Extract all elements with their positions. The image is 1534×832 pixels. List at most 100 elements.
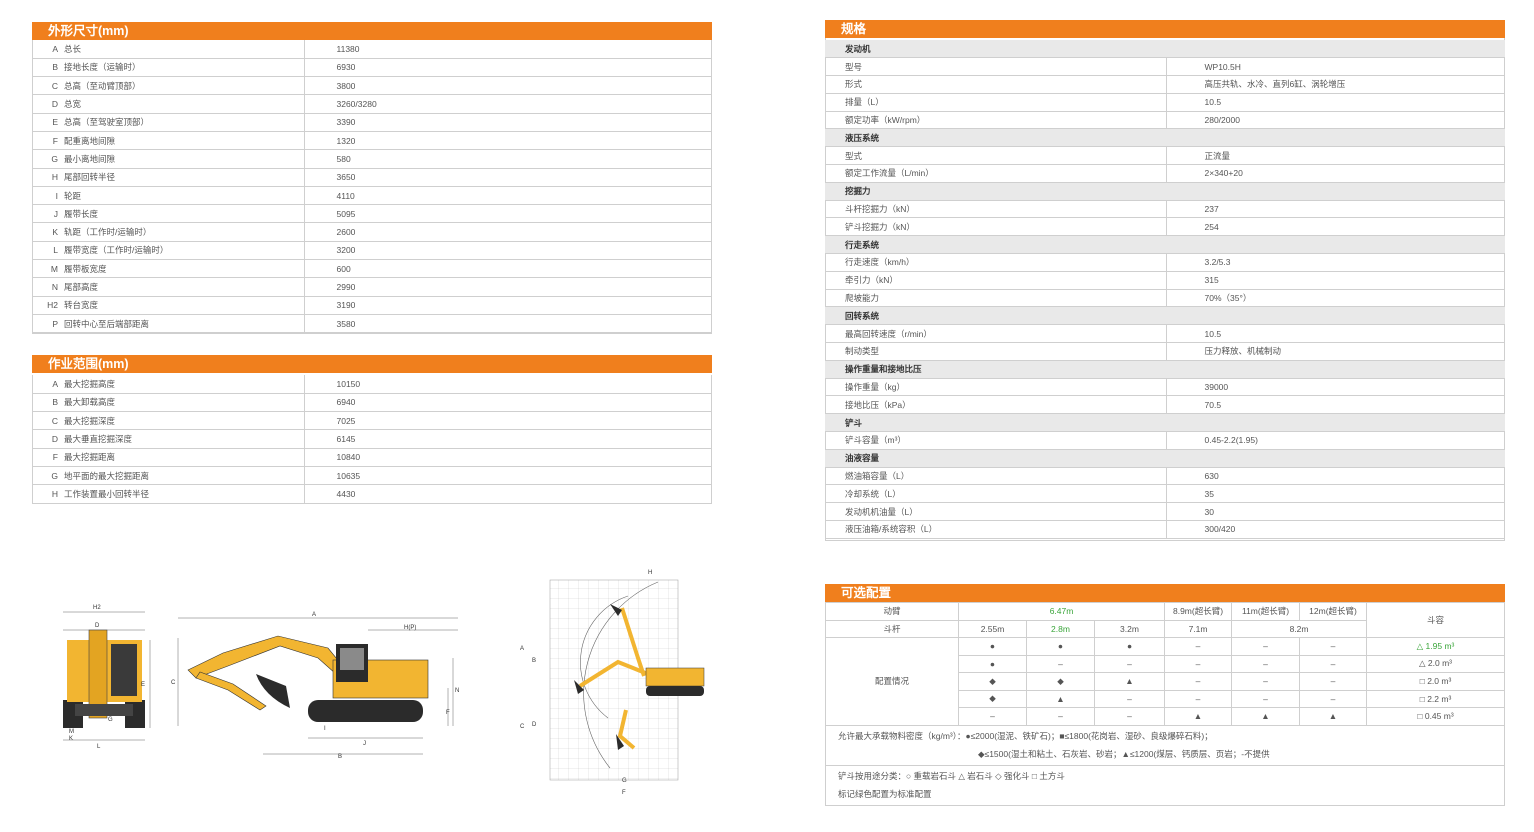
option-row: 配置情况 ● ● ● – – – △ 1.95 m³ (825, 637, 1505, 726)
spec-label: 额定功率（kW/rpm） (825, 111, 1167, 130)
spec-value: 10.5 (1166, 324, 1505, 344)
bucket-capacity: □ 0.45 m³ (1366, 707, 1505, 726)
row-value: 3580 (304, 314, 712, 334)
mark: ● (958, 654, 1027, 673)
spec-row: 接地比压（kPa）70.5 (825, 395, 1505, 415)
spec-row: 最高回转速度（r/min）10.5 (825, 324, 1505, 344)
bucket-notes: 铲斗按用途分类：○ 重载岩石斗 △ 岩石斗 ◇ 强化斗 □ 土方斗 标记绿色配置… (825, 764, 1505, 806)
mark: – (1093, 654, 1166, 673)
row-label: 最大挖掘深度 (64, 411, 305, 431)
row-value: 3190 (304, 296, 712, 315)
row-letter: D (32, 94, 64, 114)
arm-255: 2.55m (958, 619, 1027, 638)
bucket-mid (574, 680, 584, 694)
row-letter: P (32, 314, 64, 334)
row-label: 履带长度 (64, 204, 305, 224)
row-value: 7025 (304, 411, 712, 431)
mark: – (1026, 654, 1095, 673)
arm (195, 671, 267, 711)
row-label: 履带宽度（工作时/运输时） (64, 241, 305, 261)
working-range-title: 作业范围(mm) (32, 355, 712, 373)
spec-value: 70.5 (1166, 395, 1505, 415)
bucket-capacity: □ 2.0 m³ (1366, 672, 1505, 691)
option-row: – – – ▲ ▲ ▲ □ 0.45 m³ (826, 707, 1505, 726)
row-label: 最大挖掘高度 (64, 375, 305, 394)
row-letter: J (32, 204, 64, 224)
group-name: 行走系统 (825, 235, 1505, 255)
spec-label: 最高回转速度（r/min） (825, 324, 1167, 344)
side-label: I (324, 726, 326, 732)
side-label: F (446, 710, 450, 716)
row-label: 转台宽度 (64, 296, 305, 315)
density-line-2: ◆≤1500(湿土和粘土、石灰岩、砂岩；▲≤1200(煤层、钙质层、页岩；-不提… (978, 749, 1270, 759)
range-arc (583, 581, 659, 769)
row-value: 3390 (304, 113, 712, 132)
group-name: 液压系统 (825, 128, 1505, 148)
mark: – (1164, 689, 1233, 708)
spec-row: 形式高压共轨、水冷、直列6缸、涡轮增压 (825, 75, 1505, 94)
side-label: C (171, 680, 176, 686)
mark: ▲ (1164, 707, 1233, 726)
row-value: 6940 (304, 393, 712, 413)
row-label: 总长 (64, 40, 305, 59)
side-label: H(P) (404, 625, 416, 631)
front-label: M (69, 729, 74, 735)
spec-group-header: 油液容量 (825, 449, 1505, 468)
spec-value: 正流量 (1166, 146, 1505, 166)
row-label: 轮距 (64, 186, 305, 206)
row-letter: M (32, 259, 64, 279)
spec-value: 10.5 (1166, 93, 1505, 112)
options-title: 可选配置 (825, 584, 1505, 602)
range-label: A (520, 646, 524, 652)
row-letter: G (32, 149, 64, 169)
spec-value: 3.2/5.3 (1166, 253, 1505, 272)
spec-value: 39000 (1166, 378, 1505, 397)
spec-label: 形式 (825, 75, 1167, 94)
side-label: A (312, 612, 316, 618)
spec-value: 237 (1166, 200, 1505, 219)
side-label: N (455, 688, 459, 694)
mark: – (1299, 654, 1368, 673)
spec-label: 铲斗挖掘力（kN） (825, 217, 1167, 237)
bucket-label: 斗容 (1366, 602, 1505, 638)
spec-label: 型号 (825, 57, 1167, 77)
row-letter: G (32, 466, 64, 486)
options-table: 动臂 6.47m 8.9m(超长臂) 11m(超长臂) 12m(超长臂) 斗容 … (825, 602, 1505, 806)
mark: – (1231, 654, 1301, 673)
range-label: H (648, 570, 652, 576)
row-value: 2600 (304, 222, 712, 242)
crawler-track (308, 700, 423, 722)
mark: ▲ (1231, 707, 1301, 726)
front-label: K (69, 736, 73, 742)
range-arc-inner (580, 595, 629, 719)
boom-long-2: 11m(超长臂) (1231, 602, 1301, 621)
mark: ▲ (1299, 707, 1368, 726)
row-letter: L (32, 241, 64, 261)
boom-standard: 6.47m (957, 602, 1166, 621)
mark: – (1093, 707, 1166, 726)
arm-71: 7.1m (1164, 619, 1233, 638)
bucket-low (616, 734, 624, 750)
mark: – (1299, 637, 1368, 656)
spec-row: 铲斗容量（m³）0.45-2.2(1.95) (825, 431, 1505, 450)
row-value: 5095 (304, 204, 712, 224)
standard-note: 标记绿色配置为标准配置 (838, 789, 932, 799)
spec-row: 发动机机油量（L）30 (825, 502, 1505, 522)
specs-title: 规格 (825, 20, 1505, 38)
spec-label: 铲斗容量（m³） (825, 431, 1167, 450)
spec-value: 压力释放、机械制动 (1166, 342, 1505, 361)
bucket (256, 674, 290, 708)
row-letter: H (32, 168, 64, 187)
spec-value: 300/420 (1166, 520, 1505, 539)
row-value: 3800 (304, 76, 712, 96)
